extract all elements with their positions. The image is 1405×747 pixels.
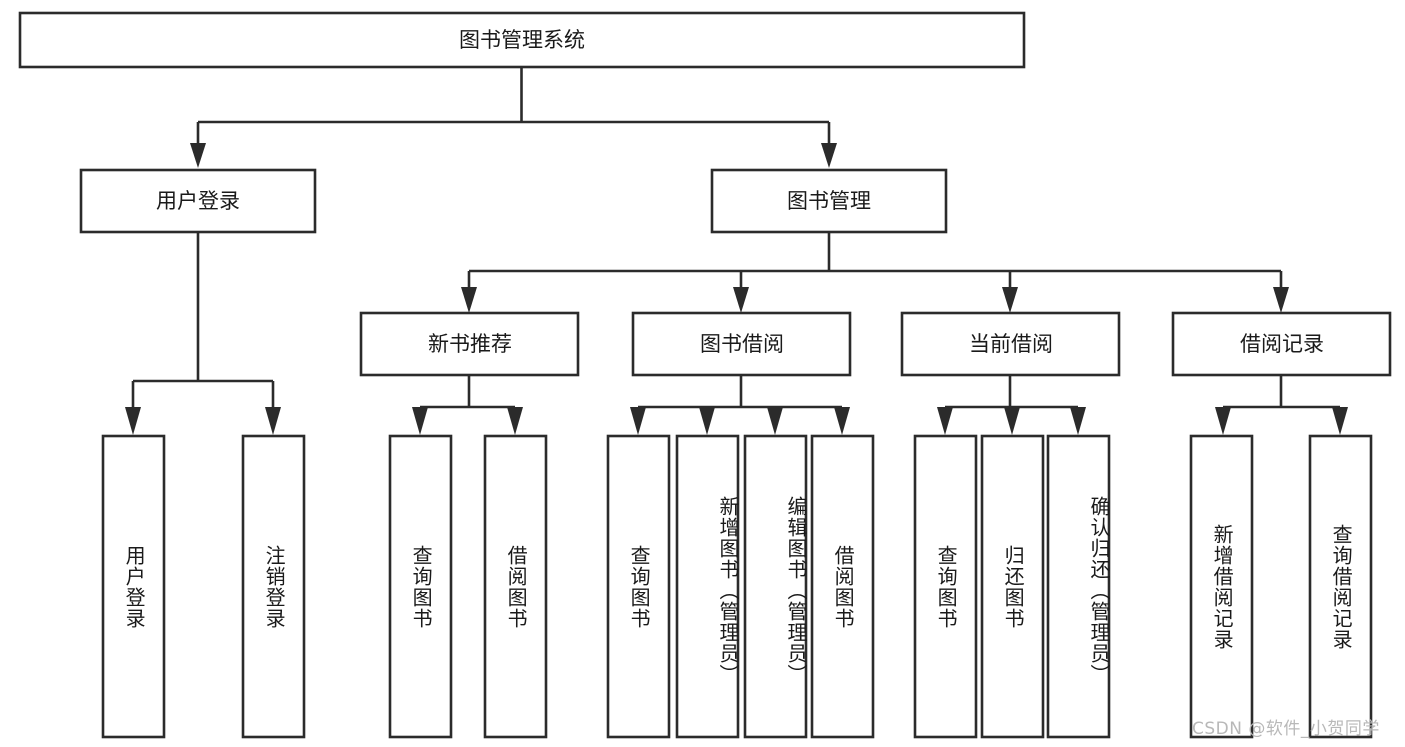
arrow-leaf-current-borrow-2 <box>1004 407 1020 435</box>
node-current-borrow-label: 当前借阅 <box>969 332 1053 356</box>
connector-group-book-mgmt <box>461 232 1289 313</box>
arrow-leaf-borrow-record-2 <box>1332 407 1348 435</box>
connector-group-root <box>190 67 837 168</box>
node-leaf-book-borrow-4-box[interactable] <box>810 434 875 739</box>
connector-group-book-borrow <box>630 375 850 435</box>
arrow-leaf-user-login-2 <box>265 407 281 435</box>
node-new-book-label: 新书推荐 <box>428 332 512 356</box>
node-user-login-label: 用户登录 <box>156 189 240 213</box>
node-leaf-new-book-2-box[interactable] <box>483 434 548 739</box>
arrow-leaf-new-book-1 <box>412 407 428 435</box>
node-borrow-record-box[interactable] <box>1171 311 1392 377</box>
node-leaf-user-login-1-box[interactable] <box>101 434 166 739</box>
arrow-leaf-borrow-record-1 <box>1215 407 1231 435</box>
node-leaf-borrow-record-2-box[interactable] <box>1308 434 1373 739</box>
node-leaf-book-borrow-2-box[interactable] <box>675 434 740 739</box>
arrow-to-new-book <box>461 287 477 313</box>
node-new-book-box[interactable] <box>359 311 580 377</box>
arrow-leaf-book-borrow-4 <box>834 407 850 435</box>
node-book-mgmt-label: 图书管理 <box>787 189 871 213</box>
node-leaf-new-book-1-box[interactable] <box>388 434 453 739</box>
arrow-leaf-book-borrow-3 <box>767 407 783 435</box>
node-book-mgmt-box[interactable] <box>710 168 948 234</box>
node-root-box[interactable] <box>18 11 1026 69</box>
arrow-to-book-mgmt <box>821 143 837 168</box>
node-leaf-book-borrow-3-box[interactable] <box>743 434 808 739</box>
arrow-leaf-current-borrow-1 <box>937 407 953 435</box>
arrow-leaf-user-login-1 <box>125 407 141 435</box>
csdn-watermark: CSDN @软件_小贺同学 <box>1192 719 1380 739</box>
node-leaf-current-borrow-1-box[interactable] <box>913 434 978 739</box>
node-book-borrow-label: 图书借阅 <box>700 332 784 356</box>
node-book-borrow-box[interactable] <box>631 311 852 377</box>
connector-group-borrow-record <box>1215 375 1348 435</box>
node-leaf-user-login-2-box[interactable] <box>241 434 306 739</box>
connector-group-current-borrow <box>937 375 1086 435</box>
arrow-leaf-current-borrow-3 <box>1070 407 1086 435</box>
node-user-login-box[interactable] <box>79 168 317 234</box>
connector-group-new-book <box>412 375 523 435</box>
arrow-to-borrow-record <box>1273 287 1289 313</box>
arrow-to-book-borrow <box>733 287 749 313</box>
node-borrow-record-label: 借阅记录 <box>1240 332 1324 356</box>
arrow-leaf-book-borrow-1 <box>630 407 646 435</box>
node-current-borrow-box[interactable] <box>900 311 1121 377</box>
node-leaf-current-borrow-2-box[interactable] <box>980 434 1045 739</box>
node-leaf-borrow-record-1-box[interactable] <box>1189 434 1254 739</box>
node-root-label: 图书管理系统 <box>459 28 585 52</box>
arrow-to-user-login <box>190 143 206 168</box>
connector-group-user-login <box>125 232 281 435</box>
arrow-leaf-book-borrow-2 <box>699 407 715 435</box>
arrow-leaf-new-book-2 <box>507 407 523 435</box>
node-leaf-book-borrow-1-box[interactable] <box>606 434 671 739</box>
arrow-to-current-borrow <box>1002 287 1018 313</box>
node-leaf-current-borrow-3-box[interactable] <box>1046 434 1111 739</box>
